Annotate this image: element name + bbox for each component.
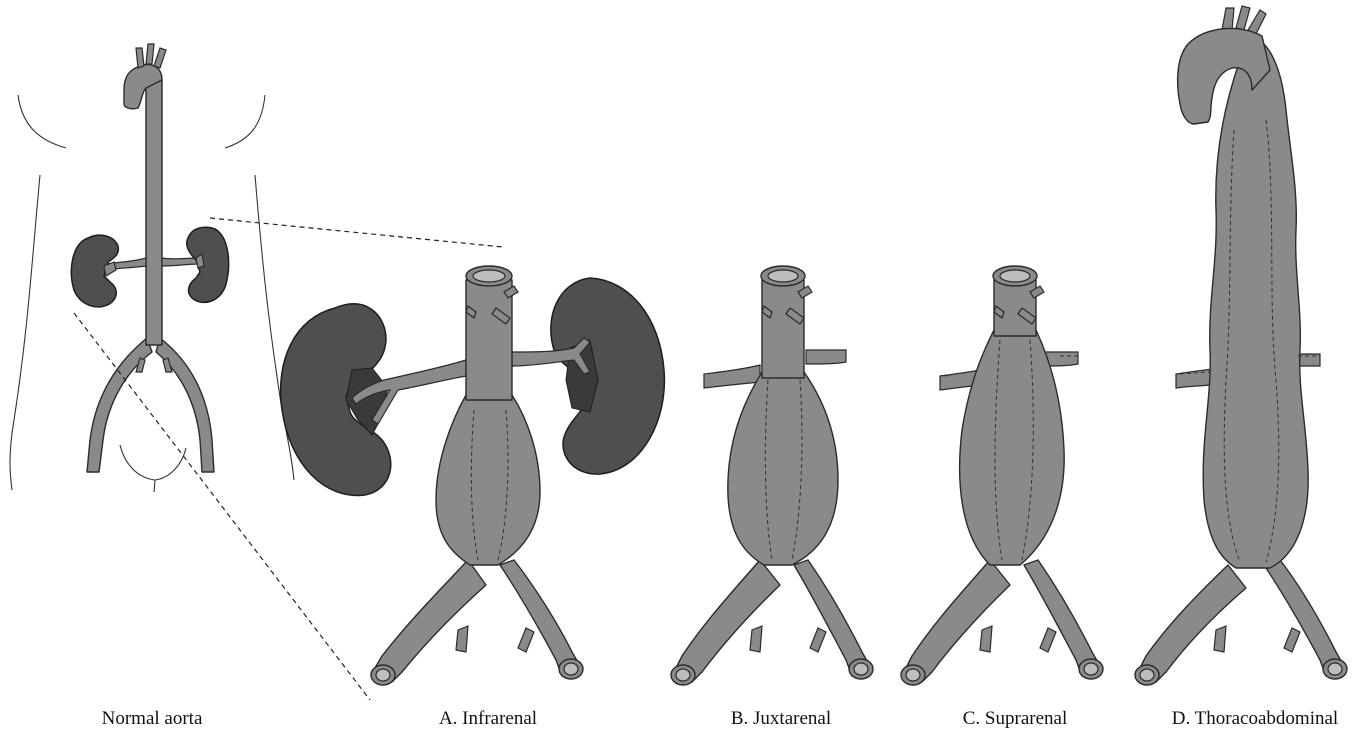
juxtarenal-aneurysm-figure [671,266,873,685]
caption-normal-aorta: Normal aorta [102,708,203,730]
thoracoabdominal-aneurysm-figure [1135,6,1347,685]
caption-thoracoabdominal: D. Thoracoabdominal [1172,708,1338,730]
normal-right-kidney [187,227,229,302]
caption-suprarenal: C. Suprarenal [963,708,1067,730]
caption-juxtarenal: B. Juxtarenal [731,708,831,730]
caption-infrarenal: A. Infrarenal [439,708,537,730]
suprarenal-aneurysm-figure [901,266,1103,685]
infrarenal-aneurysm-figure [281,266,665,685]
